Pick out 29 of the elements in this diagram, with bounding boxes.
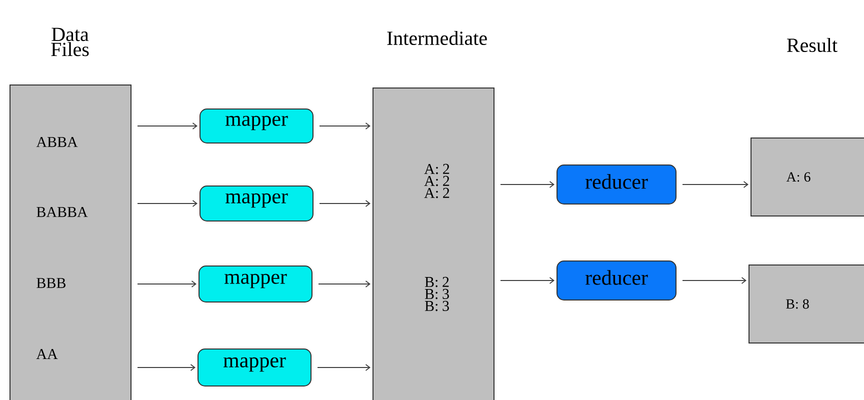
arrow <box>318 280 371 288</box>
data-text: BABBA <box>36 207 88 217</box>
column-heading: Data Files <box>51 28 89 56</box>
arrow <box>137 122 198 130</box>
box-label: reducer <box>585 174 648 189</box>
box-label: reducer <box>585 270 648 285</box>
column-heading: Intermediate <box>387 30 487 46</box>
arrow <box>319 122 371 130</box>
column-heading: Result <box>787 38 838 52</box>
arrow <box>500 181 554 188</box>
data-text: BBB <box>36 278 66 288</box>
arrow <box>137 280 196 288</box>
arrow <box>682 181 748 188</box>
box-label: A: 6 <box>786 172 810 182</box>
data-text: A: 2 A: 2 A: 2 <box>424 164 450 198</box>
box-label: mapper <box>225 193 288 208</box>
arrow <box>319 200 371 207</box>
arrow <box>137 364 196 371</box>
data-text: AA <box>36 349 58 359</box>
box-label: mapper <box>223 357 286 372</box>
data-text: ABBA <box>36 137 78 147</box>
arrow <box>500 277 554 284</box>
arrow <box>317 364 371 371</box>
arrow <box>137 200 198 207</box>
box-label: mapper <box>225 116 288 130</box>
data-text: B: 2 B: 3 B: 3 <box>424 276 449 312</box>
box-label: mapper <box>224 274 287 288</box>
box-label: B: 8 <box>786 299 809 309</box>
arrow <box>682 277 746 284</box>
